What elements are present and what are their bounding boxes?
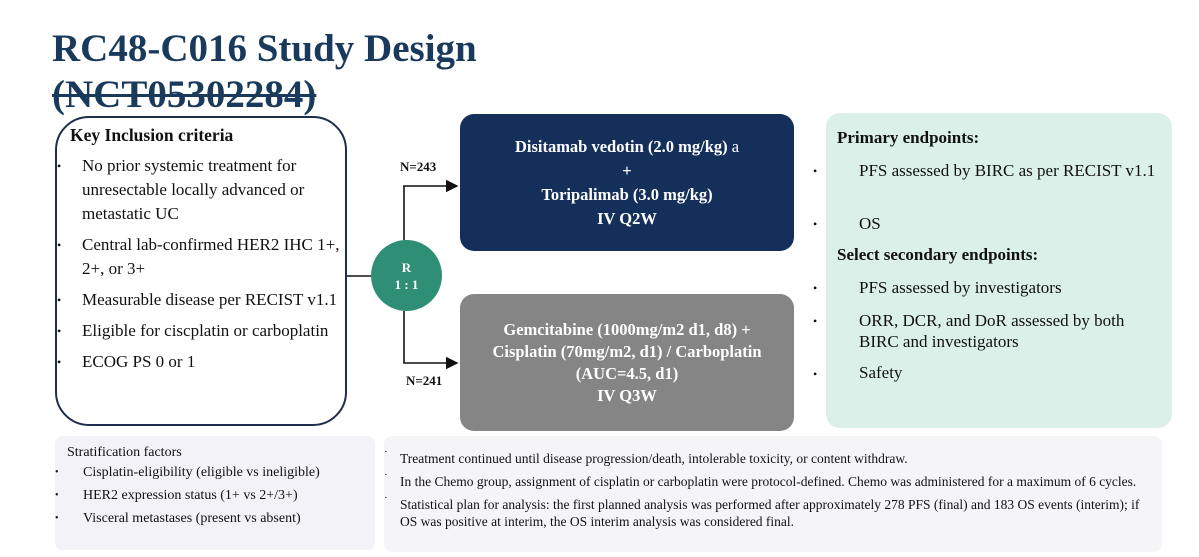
arm-1-drug-2: Toripalimab (3.0 mg/kg) bbox=[541, 184, 713, 204]
arm-2-schedule: IV Q3W bbox=[597, 385, 657, 405]
secondary-endpoint: PFS assessed by investigators bbox=[859, 278, 1062, 297]
inclusion-item: ECOG PS 0 or 1 bbox=[57, 350, 347, 374]
stratification-item: HER2 expression status (1+ vs 2+/3+) bbox=[55, 487, 320, 505]
stratification-item: Cisplatin-eligibility (eligible vs ineli… bbox=[55, 464, 320, 482]
bullet-icon: • bbox=[813, 367, 818, 381]
title-line-2: (NCT05302284) bbox=[52, 73, 317, 116]
note-item: In the Chemo group, assignment of cispla… bbox=[384, 467, 1156, 490]
bullet-icon: • bbox=[813, 164, 818, 178]
secondary-endpoints-heading: Select secondary endpoints: bbox=[837, 245, 1039, 264]
note-item: Treatment continued until disease progre… bbox=[384, 444, 1156, 467]
endpoints-panel: Primary endpoints: PFS assessed by BIRC … bbox=[826, 113, 1172, 428]
bullet-icon: • bbox=[813, 314, 818, 328]
arm-1-drug-1-suffix: a bbox=[727, 136, 740, 156]
randomization-node: R 1 : 1 bbox=[371, 240, 442, 311]
randomization-letter: R bbox=[401, 259, 412, 275]
bullet-icon: • bbox=[813, 217, 818, 231]
arm-1-schedule: IV Q2W bbox=[597, 208, 657, 228]
arm-1-n-label: N=243 bbox=[400, 159, 437, 174]
study-notes-box: Treatment continued until disease progre… bbox=[384, 436, 1162, 552]
inclusion-item: Central lab-confirmed HER2 IHC 1+, 2+, o… bbox=[57, 233, 347, 281]
stratification-list: Cisplatin-eligibility (eligible vs ineli… bbox=[55, 464, 320, 533]
stratification-heading: Stratification factors bbox=[67, 445, 182, 460]
arm-2-line-2: Cisplatin (70mg/m2, d1) / Carboplatin bbox=[492, 341, 762, 361]
inclusion-heading: Key Inclusion criteria bbox=[70, 125, 234, 145]
stratification-box: Stratification factors Cisplatin-eligibi… bbox=[55, 436, 375, 550]
inclusion-criteria-box: Key Inclusion criteria No prior systemic… bbox=[55, 116, 347, 426]
inclusion-item: Eligible for ciscplatin or carboplatin bbox=[57, 319, 347, 343]
primary-endpoints-heading: Primary endpoints: bbox=[837, 128, 980, 147]
inclusion-item: No prior systemic treatment for unresect… bbox=[57, 154, 347, 226]
arm-1-drug-1: Disitamab vedotin (2.0 mg/kg) a bbox=[515, 135, 739, 159]
arm-1-plus: + bbox=[622, 160, 632, 180]
title-line-1: RC48-C016 Study Design bbox=[52, 27, 477, 70]
arm-2-line-1: Gemcitabine (1000mg/m2 d1, d8) + bbox=[503, 319, 751, 339]
arm-1-drug-1-text: Disitamab vedotin (2.0 mg/kg) bbox=[514, 136, 728, 156]
page-title: RC48-C016 Study Design (NCT05302284) bbox=[52, 26, 672, 118]
primary-endpoint: OS bbox=[859, 214, 881, 233]
bullet-icon: • bbox=[813, 281, 818, 295]
randomization-ratio: 1 : 1 bbox=[394, 276, 419, 292]
stratification-item: Visceral metastases (present vs absent) bbox=[55, 510, 320, 528]
secondary-endpoint: Safety bbox=[859, 363, 903, 382]
arm-2-line-3: (AUC=4.5, d1) bbox=[575, 363, 679, 383]
arm-2-n-label: N=241 bbox=[406, 373, 443, 388]
treatment-arm-2: Gemcitabine (1000mg/m2 d1, d8) + Cisplat… bbox=[460, 294, 794, 431]
note-item: Statistical plan for analysis: the first… bbox=[384, 490, 1156, 530]
secondary-endpoint: ORR, DCR, and DoR assessed by both BIRC … bbox=[859, 311, 1125, 351]
notes-list: Treatment continued until disease progre… bbox=[384, 444, 1156, 536]
inclusion-list: No prior systemic treatment for unresect… bbox=[57, 154, 347, 381]
treatment-arm-1: Disitamab vedotin (2.0 mg/kg) a + Toripa… bbox=[460, 114, 794, 251]
primary-endpoint: PFS assessed by BIRC as per RECIST v1.1 bbox=[859, 161, 1156, 180]
inclusion-item: Measurable disease per RECIST v1.1 bbox=[57, 288, 347, 312]
